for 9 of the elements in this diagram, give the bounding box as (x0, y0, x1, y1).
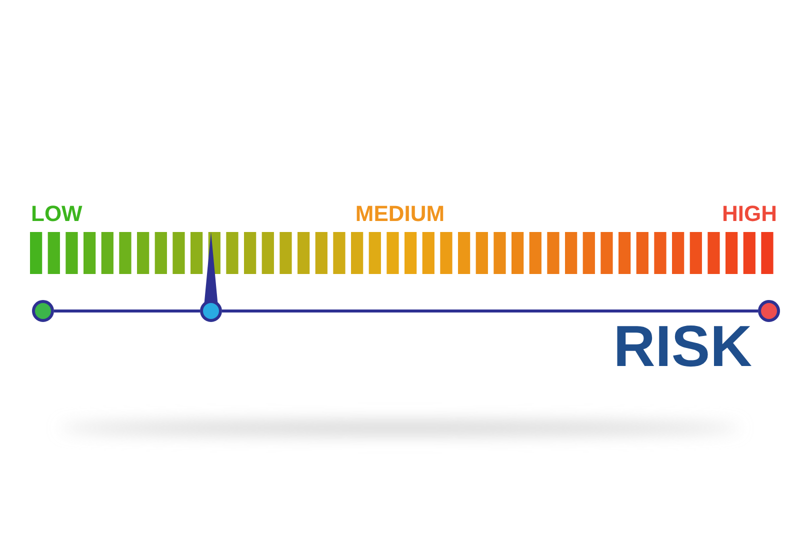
scale-label: MEDIUM (355, 203, 445, 225)
scale-label: LOW (31, 203, 82, 225)
scale-line (222, 310, 758, 312)
title-text: RISK (613, 318, 752, 376)
marker-dot (200, 300, 222, 322)
scale-label: HIGH (722, 203, 777, 225)
scale-line (54, 310, 200, 312)
marker-dot (32, 300, 54, 322)
marker-dot (758, 300, 780, 322)
